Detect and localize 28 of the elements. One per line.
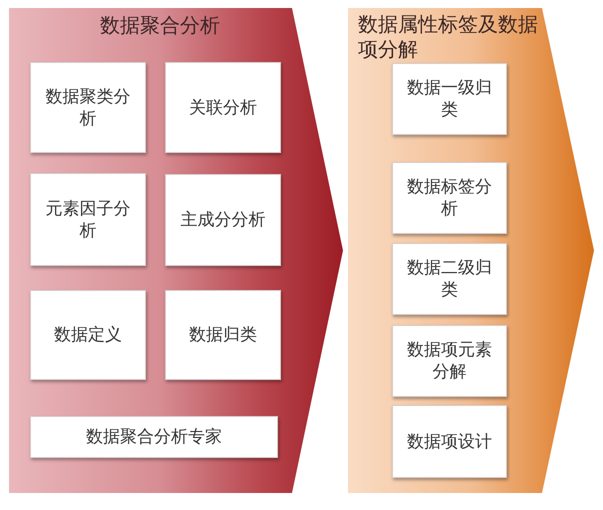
process-box <box>392 63 507 135</box>
box-label: 数据项元素分解 <box>407 339 492 383</box>
box-label: 数据一级归类 <box>407 77 492 121</box>
process-box <box>392 243 507 315</box>
process-box <box>30 62 146 153</box>
chevron-panel <box>9 8 343 493</box>
box-label: 数据项设计 <box>407 430 492 452</box>
panel-title: 数据属性标签及数据项分解 <box>358 13 539 63</box>
box-label: 数据标签分析 <box>407 176 492 220</box>
process-box <box>165 290 281 380</box>
box-label: 数据归类 <box>189 324 257 346</box>
box-label: 数据定义 <box>54 324 122 346</box>
box-label: 数据聚类分析 <box>45 86 131 130</box>
process-box <box>165 174 281 266</box>
box-label: 数据聚合分析专家 <box>86 426 222 448</box>
process-box <box>30 173 146 266</box>
box-label: 数据二级归类 <box>407 257 492 301</box>
process-box <box>30 290 146 380</box>
process-box <box>392 325 507 397</box>
process-box <box>392 162 507 234</box>
panel-title: 数据聚合分析 <box>100 14 220 39</box>
box-label: 关联分析 <box>189 96 257 118</box>
box-label: 主成分分析 <box>180 209 266 231</box>
process-box <box>30 416 278 458</box>
box-label: 元素因子分析 <box>45 198 131 242</box>
process-box <box>165 62 281 153</box>
process-box <box>392 405 507 478</box>
chevron-panel <box>348 8 594 493</box>
